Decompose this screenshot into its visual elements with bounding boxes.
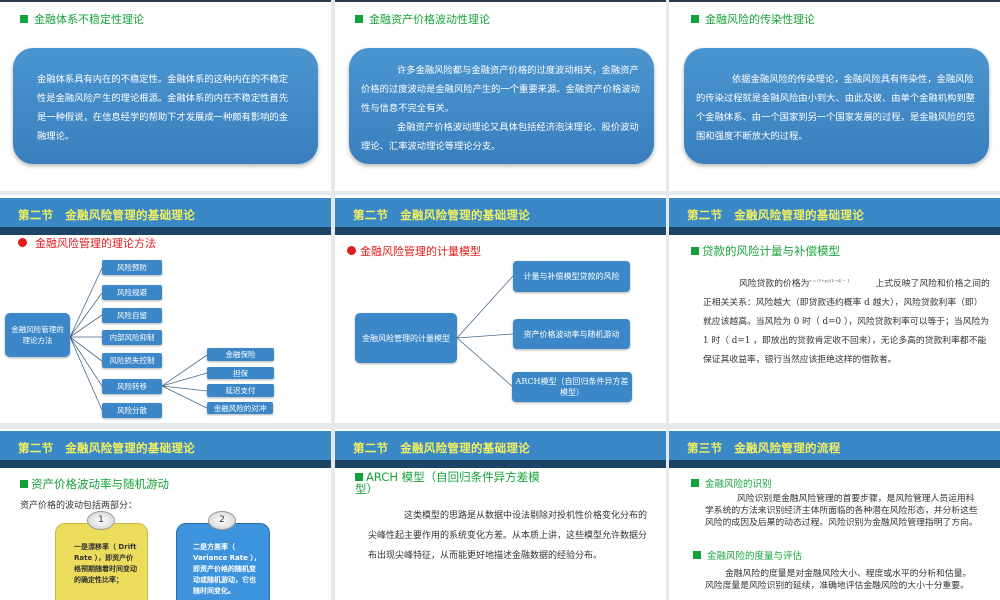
title-text: 贷款的风险计量与补偿模型 — [702, 244, 840, 258]
bullet-square-icon — [20, 480, 28, 488]
title-text: 金融风险管理的计量模型 — [360, 245, 481, 258]
child-node: 风险预防 — [102, 260, 162, 275]
number-badge-1: 1 — [87, 511, 115, 530]
bullet-dot-icon — [347, 246, 356, 255]
slide-header: 第三节 金融风险管理的流程 — [669, 431, 1000, 460]
bullet-square-icon — [693, 551, 701, 559]
sub-child-node: 金融风险的对冲 — [207, 402, 273, 414]
slide-title: 金融风险管理的计量模型 — [347, 243, 481, 259]
title-text: 资产价格波动率与随机游动 — [31, 477, 169, 491]
child-node: 风险自留 — [102, 308, 162, 323]
child-node: 资产价格波动率与随机游动 — [513, 319, 630, 349]
sub-child-node: 延迟支付 — [207, 384, 274, 397]
title-text: 金融体系不稳定性理论 — [34, 13, 144, 26]
slide-6[interactable]: 第二节 金融风险管理的基础理论 贷款的风险计量与补偿模型 风险贷款的价格为r =… — [669, 195, 1000, 423]
content-box: 金融体系具有内在的不稳定性。金融体系的这种内在的不稳定性是金融风险产生的理论根源… — [13, 48, 318, 164]
section-body: 金融风险的度量是对金融风险大小、程度或水平的分析和估量。风险度量是风险识别的延续… — [705, 569, 972, 591]
bullet-square-icon — [691, 479, 699, 487]
slide-2[interactable]: 金融资产价格波动性理论 许多金融风险都与金融资产价格的过度波动相关，金融资产价格… — [335, 0, 666, 191]
title-text: 金融风险管理的理论方法 — [35, 237, 156, 250]
header-band — [335, 227, 666, 235]
card-text: 二是方差率（ Variance Rate ），即资产价格的随机变动或随机游动，它… — [193, 543, 261, 595]
sub-child-node: 金融保险 — [207, 348, 274, 361]
card-variance-rate: 二是方差率（ Variance Rate ），即资产价格的随机变动或随机游动，它… — [176, 523, 270, 600]
slide-4[interactable]: 第二节 金融风险管理的基础理论 金融风险管理的理论方法 金融风险管理的理论方法 … — [0, 195, 331, 423]
card-drift-rate: 一是漂移率（ Drift Rate ），即资产价格预期随着时间变动的确定性比率； — [55, 523, 148, 600]
title-text: 金融风险的度量与评估 — [707, 551, 803, 562]
child-node: 风险转移 — [102, 379, 162, 394]
slide-8[interactable]: 第二节 金融风险管理的基础理论 ARCH 模型（自回归条件异方差模型） 这类模型… — [335, 429, 666, 600]
bullet-square-icon — [355, 473, 363, 481]
body-text: 依据金融风险的传染理论，金融风险具有传染性，金融风险的传染过程就是金融风险由小到… — [696, 74, 975, 142]
child-node: 内部风险抑制 — [102, 330, 162, 345]
slide-5[interactable]: 第二节 金融风险管理的基础理论 金融风险管理的计量模型 金融风险管理的计量模型 … — [335, 195, 666, 423]
section-title: 金融风险的识别 — [691, 476, 772, 490]
bullet-dot-icon — [18, 238, 27, 247]
number-badge-2: 2 — [208, 511, 236, 530]
bullet-square-icon — [355, 15, 363, 23]
slide-title: 贷款的风险计量与补偿模型 — [691, 243, 840, 259]
slide-9[interactable]: 第三节 金融风险管理的流程 金融风险的识别 风险识别是金融风险管理的首要步骤，是… — [669, 429, 1000, 600]
slide-title: 金融体系不稳定性理论 — [20, 11, 144, 27]
header-band — [0, 460, 331, 468]
content-box: 许多金融风险都与金融资产价格的过度波动相关，金融资产价格的过度波动是金融风险产生… — [349, 48, 654, 164]
content-box: 依据金融风险的传染理论，金融风险具有传染性，金融风险的传染过程就是金融风险由小到… — [684, 48, 989, 164]
slide-header: 第二节 金融风险管理的基础理论 — [335, 198, 666, 227]
slide-title: ARCH 模型（自回归条件异方差模型） — [355, 471, 550, 495]
root-node: 金融风险管理的计量模型 — [355, 313, 457, 363]
slide-title: 资产价格波动率与随机游动 — [20, 476, 169, 492]
slide-1[interactable]: 金融体系不稳定性理论 金融体系具有内在的不稳定性。金融体系的这种内在的不稳定性是… — [0, 0, 331, 191]
section-body: 风险识别是金融风险管理的首要步骤，是风险管理人员运用科学系统的方法来识别经济主体… — [705, 494, 978, 528]
title-text: 金融风险的传染性理论 — [705, 13, 815, 26]
header-band — [669, 227, 1000, 235]
body-paragraph: 许多金融风险都与金融资产价格的过度波动相关，金融资产价格的过度波动是金融风险产生… — [361, 65, 640, 114]
body-rest: 上式反映了风险和价格之间的正相关关系：风险越大（即贷款违约概率 d 越大），风险… — [703, 279, 990, 365]
title-text: 金融资产价格波动性理论 — [369, 13, 490, 26]
card-text: 一是漂移率（ Drift Rate ），即资产价格预期随着时间变动的确定性比率； — [74, 543, 137, 584]
header-band — [335, 460, 666, 468]
header-band — [669, 460, 1000, 468]
child-node: 风险规避 — [102, 285, 162, 300]
slide-header: 第二节 金融风险管理的基础理论 — [0, 198, 331, 227]
body-paragraph: 金融资产价格波动理论又具体包括经济泡沫理论、股价波动理论、汇率波动理论等理论分支… — [361, 122, 639, 152]
bullet-square-icon — [691, 15, 699, 23]
formula: r = (1+y)/(1−d) − 1 — [809, 278, 850, 283]
bullet-square-icon — [20, 15, 28, 23]
header-band — [0, 227, 331, 235]
slide-header: 第二节 金融风险管理的基础理论 — [669, 198, 1000, 227]
child-node: 计量与补偿模型贷款的风险 — [513, 261, 630, 292]
slide-title: 金融资产价格波动性理论 — [355, 11, 490, 27]
tree-connectors — [456, 275, 514, 388]
intro-text: 资产价格的波动包括两部分： — [20, 501, 138, 511]
child-node: 风险分散 — [102, 403, 162, 418]
body-text: 这类模型的思路是从数据中设法剔除对投机性价格变化分布的尖峰性起主要作用的系统变化… — [368, 511, 648, 561]
tree-connectors — [69, 267, 208, 411]
slide-header: 第二节 金融风险管理的基础理论 — [0, 431, 331, 460]
slide-3[interactable]: 金融风险的传染性理论 依据金融风险的传染理论，金融风险具有传染性，金融风险的传染… — [669, 0, 1000, 191]
title-text: 金融风险的识别 — [705, 479, 772, 490]
slide-title: 金融风险的传染性理论 — [691, 11, 815, 27]
section-title: 金融风险的度量与评估 — [693, 548, 802, 562]
child-node: 风险损失控制 — [102, 353, 162, 368]
bullet-square-icon — [691, 247, 699, 255]
slide-7[interactable]: 第二节 金融风险管理的基础理论 资产价格波动率与随机游动 资产价格的波动包括两部… — [0, 429, 331, 600]
body-lead: 风险贷款的价格为 — [739, 279, 810, 289]
title-text: ARCH 模型（自回归条件异方差模型） — [355, 470, 540, 496]
sub-child-node: 担保 — [207, 367, 274, 379]
slide-header: 第二节 金融风险管理的基础理论 — [335, 431, 666, 460]
root-node: 金融风险管理的理论方法 — [5, 313, 70, 357]
body-text: 金融体系具有内在的不稳定性。金融体系的这种内在的不稳定性是金融风险产生的理论根源… — [37, 74, 289, 142]
slide-title: 金融风险管理的理论方法 — [18, 237, 163, 250]
child-node: ARCH模型（自回归条件异方差模型） — [512, 372, 632, 402]
